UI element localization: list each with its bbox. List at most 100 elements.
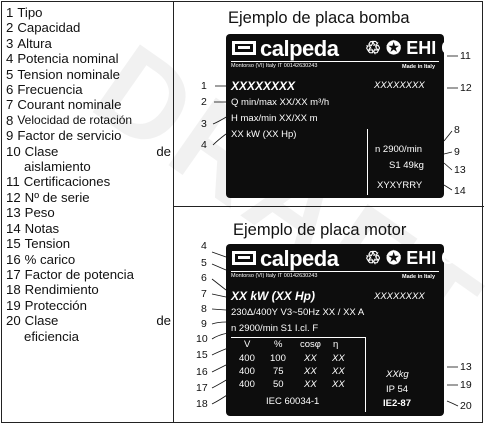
legend-item-label: Clase de [25, 144, 171, 159]
motor-address: Montorso (VI) Italy IT 00142630243 [231, 273, 318, 279]
legend-item-number: 12 [6, 189, 21, 205]
legend-item-label-part: de [156, 313, 171, 329]
legend-item-continuation: eficiencia [24, 328, 79, 344]
legend-item-label-part: Clase [24, 143, 59, 159]
motor-table-cell: XX [304, 366, 317, 377]
motor-power: XX kW (XX Hp) [231, 289, 316, 303]
pump-notes: XYXYRRY [377, 180, 423, 191]
legend-item-number: 5 [6, 66, 14, 82]
legend-item-label: Factor de potencia [24, 266, 134, 282]
legend-item-number: 17 [6, 266, 21, 282]
legend-item-label: Capacidad [17, 20, 81, 36]
legend-item-number: 2 [6, 20, 14, 36]
pump-inner-divider [367, 129, 368, 195]
legend-item-label: Altura [17, 35, 52, 51]
callout-12: 12 [460, 82, 472, 94]
callout-15: 15 [196, 349, 208, 361]
pump-serial-number: XXXXXXXX [374, 80, 425, 91]
leader-line [443, 130, 453, 142]
callout-20: 20 [460, 400, 472, 412]
leader-line [211, 347, 229, 356]
legend-item-number: 3 [6, 35, 14, 51]
callout-17: 17 [196, 382, 208, 394]
pump-address: Montorso (VI) Italy IT 00142630243 [231, 63, 318, 69]
motor-table-cell: XX [332, 353, 345, 364]
motor-table-cell: XX [332, 379, 345, 390]
legend-item-number: 13 [6, 205, 21, 221]
legend-item-label: Peso [24, 205, 55, 221]
motor-standard: IEC 60034-1 [266, 396, 320, 407]
motor-type-code: XXXXXXXX [374, 291, 425, 302]
pump-speed: n 2900/min [375, 144, 423, 155]
pump-plate-title: Ejemplo de placa bomba [228, 9, 410, 27]
pump-power: XX kW (XX Hp) [231, 129, 297, 140]
legend-item-label: Clase de [25, 313, 171, 328]
motor-ip-rating: IP 54 [386, 384, 409, 395]
motor-table-cell: 400 [239, 353, 255, 364]
legend-item-label: Protección [24, 297, 87, 313]
legend-item-number: 7 [6, 97, 14, 113]
motor-table-cell: 75 [273, 366, 284, 377]
pump-brand: calpeda [260, 36, 339, 61]
leader-line [211, 293, 227, 298]
leader-line [443, 162, 453, 171]
calpeda-logo-icon [232, 41, 256, 55]
leader-line [211, 363, 229, 373]
legend-item-number: 18 [6, 282, 21, 298]
legend-item-label: % carico [24, 251, 76, 267]
legend-item-label-part: Clase [24, 313, 59, 329]
callout-6: 6 [201, 272, 207, 284]
callout-14: 14 [454, 185, 466, 197]
callout-8: 8 [201, 303, 207, 315]
callout-1: 1 [201, 80, 207, 92]
motor-table-header-cosphi: cosφ [300, 339, 321, 350]
legend-item-number: 9 [6, 128, 14, 144]
leader-line [211, 378, 229, 389]
callout-13: 13 [454, 164, 466, 176]
callout-9: 9 [201, 318, 207, 330]
legend-item-label: Nº de serie [24, 189, 90, 205]
legend-item-label: Courant nominale [17, 97, 122, 113]
motor-header-line [231, 271, 439, 272]
pump-type-code: XXXXXXXX [231, 79, 296, 93]
legend-item-number: 11 [6, 174, 20, 190]
legend-item-label: Tipo [17, 5, 43, 20]
motor-table-cell: XX [304, 379, 317, 390]
legend-item-label: Rendimiento [24, 282, 99, 298]
leader-line [211, 263, 227, 271]
motor-made-in: Made in Italy [402, 274, 436, 280]
legend-item-number: 19 [6, 297, 21, 313]
legend-item-number: 6 [6, 82, 14, 98]
callout-13: 13 [460, 361, 472, 373]
pump-s1-weight: S1 49kg [389, 160, 424, 171]
legend-item-continuation: aislamiento [24, 159, 91, 175]
leader-line [443, 151, 453, 155]
leader-line [211, 332, 229, 340]
leader-line [443, 184, 453, 191]
callout-3: 3 [201, 118, 207, 130]
motor-table-rule [231, 337, 365, 338]
legend-item-label: Tension nominale [17, 66, 120, 82]
legend-item-label: Tension [24, 236, 71, 252]
motor-plate-title: Ejemplo de placa motor [233, 221, 407, 239]
column-divider [173, 1, 174, 423]
callout-16: 16 [196, 366, 208, 378]
legend-item-label-part: de [156, 143, 171, 159]
motor-voltage-line: 230Δ/400Y V3~50Hz XX / XX A [231, 307, 365, 318]
legend-item-label: Potencia nominal [17, 51, 119, 67]
callout-2: 2 [201, 96, 207, 108]
legend-item-number: 10 [6, 143, 21, 159]
